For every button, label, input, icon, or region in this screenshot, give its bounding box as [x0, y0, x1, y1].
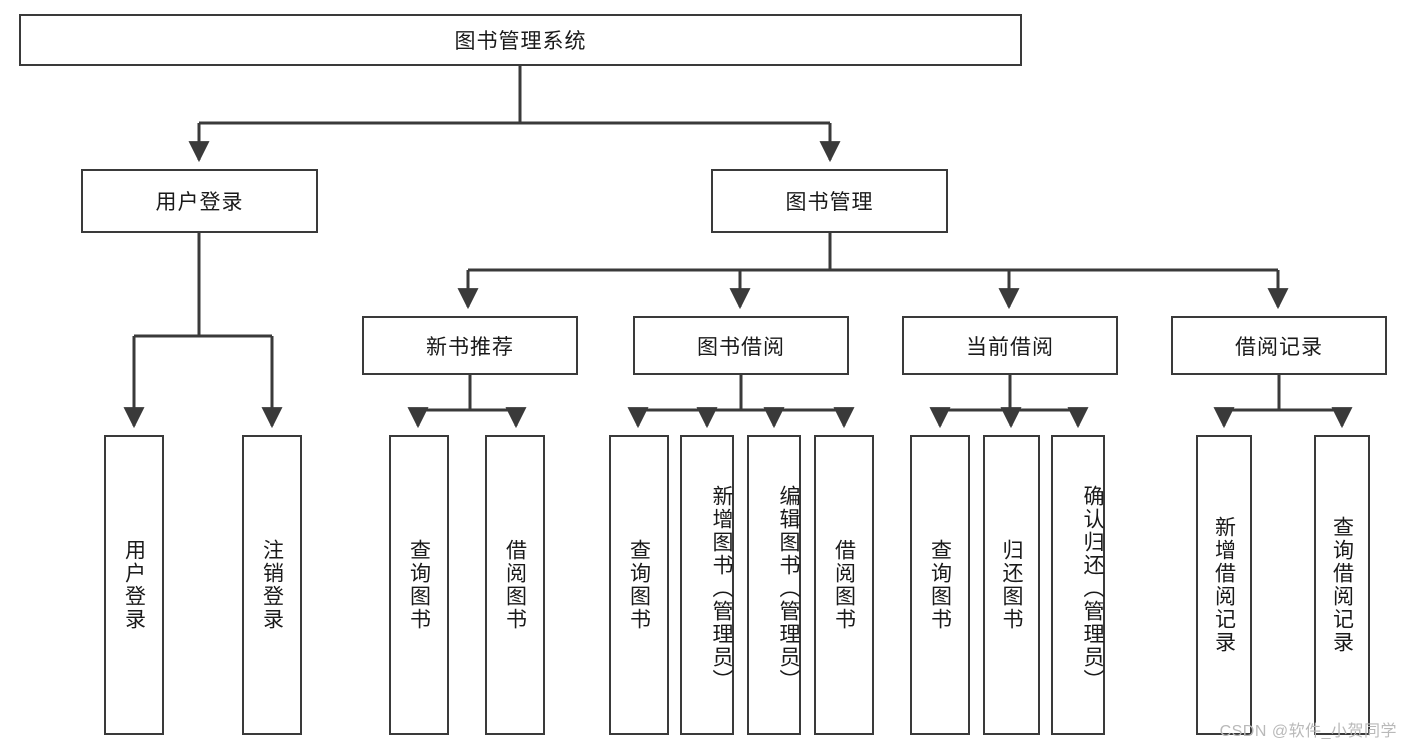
- node-leaf-confirm-return-label: 确认归还（管理员）: [1081, 484, 1104, 692]
- node-leaf-user-login[interactable]: 用户登录: [104, 435, 164, 735]
- node-current-borrow[interactable]: 当前借阅: [902, 316, 1118, 375]
- node-user-login[interactable]: 用户登录: [81, 169, 318, 233]
- node-leaf-confirm-return[interactable]: 确认归还（管理员）: [1051, 435, 1105, 735]
- node-leaf-add-record-label: 新增借阅记录: [1212, 516, 1236, 654]
- node-borrow-record[interactable]: 借阅记录: [1171, 316, 1387, 375]
- csdn-watermark: CSDN @软件_小贺同学: [1219, 723, 1397, 740]
- node-book-manage[interactable]: 图书管理: [711, 169, 948, 233]
- node-book-borrow-label: 图书借阅: [697, 335, 785, 359]
- node-root[interactable]: 图书管理系统: [19, 14, 1022, 66]
- node-book-borrow[interactable]: 图书借阅: [633, 316, 849, 375]
- node-leaf-query-book-1[interactable]: 查询图书: [389, 435, 449, 735]
- node-root-label: 图书管理系统: [454, 30, 587, 53]
- node-leaf-logout[interactable]: 注销登录: [242, 435, 302, 735]
- node-leaf-query-record-label: 查询借阅记录: [1330, 516, 1354, 654]
- node-current-borrow-label: 当前借阅: [966, 335, 1054, 359]
- node-new-book-rec[interactable]: 新书推荐: [362, 316, 578, 375]
- node-leaf-query-book-2-label: 查询图书: [627, 539, 651, 631]
- node-leaf-add-record[interactable]: 新增借阅记录: [1196, 435, 1252, 735]
- node-book-manage-label: 图书管理: [785, 191, 874, 214]
- node-leaf-user-login-label: 用户登录: [122, 539, 146, 631]
- node-leaf-borrow-book-2-label: 借阅图书: [832, 539, 856, 631]
- node-leaf-query-book-2[interactable]: 查询图书: [609, 435, 669, 735]
- node-leaf-query-book-3-label: 查询图书: [928, 539, 952, 631]
- node-leaf-query-book-3[interactable]: 查询图书: [910, 435, 970, 735]
- node-leaf-borrow-book-1-label: 借阅图书: [503, 539, 527, 631]
- node-leaf-return-book[interactable]: 归还图书: [983, 435, 1040, 735]
- node-leaf-logout-label: 注销登录: [260, 539, 284, 631]
- node-leaf-query-record[interactable]: 查询借阅记录: [1314, 435, 1370, 735]
- node-leaf-add-book-label: 新增图书（管理员）: [710, 484, 733, 692]
- node-leaf-return-book-label: 归还图书: [1000, 539, 1023, 631]
- node-leaf-query-book-1-label: 查询图书: [407, 539, 431, 631]
- node-leaf-edit-book[interactable]: 编辑图书（管理员）: [747, 435, 801, 735]
- node-borrow-record-label: 借阅记录: [1235, 335, 1323, 359]
- node-leaf-add-book[interactable]: 新增图书（管理员）: [680, 435, 734, 735]
- node-user-login-label: 用户登录: [155, 191, 244, 214]
- node-leaf-borrow-book-1[interactable]: 借阅图书: [485, 435, 545, 735]
- node-new-book-rec-label: 新书推荐: [426, 335, 514, 359]
- node-leaf-borrow-book-2[interactable]: 借阅图书: [814, 435, 874, 735]
- node-leaf-edit-book-label: 编辑图书（管理员）: [777, 484, 800, 692]
